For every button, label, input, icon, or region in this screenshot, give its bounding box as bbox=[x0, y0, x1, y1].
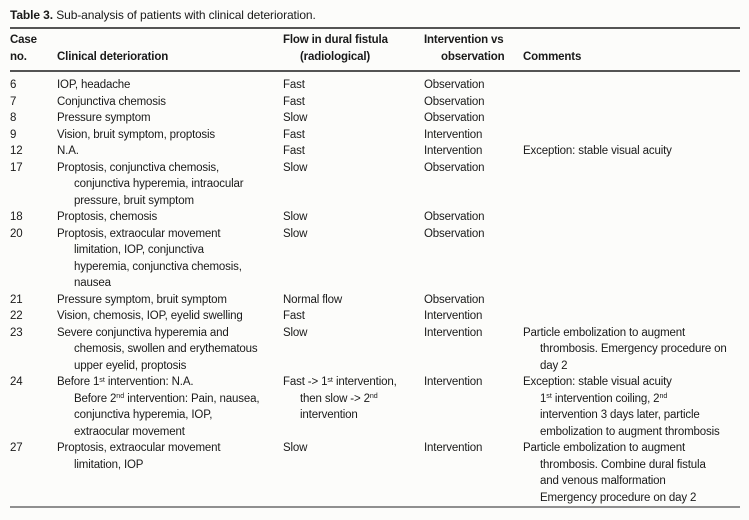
case-no-cell: 18 bbox=[10, 211, 23, 223]
table-row: 6 IOP, headache Fast Observation bbox=[10, 72, 740, 94]
intervention-cell: Observation bbox=[424, 293, 485, 306]
case-no-cell: 17 bbox=[10, 161, 23, 174]
comments-cell bbox=[523, 94, 740, 111]
table-row: 7 Conjunctiva chemosis Fast Observation bbox=[10, 94, 740, 111]
clinical-deterioration-cell: Pressure symptom, bruit symptom bbox=[57, 293, 227, 306]
column-header-flow-in-dural-fistula: Flow in dural fistula(radiological) bbox=[283, 34, 388, 63]
flow-cell: Fast bbox=[283, 310, 305, 322]
table-title-text: Sub-analysis of patients with clinical d… bbox=[56, 8, 316, 22]
flow-cell: Slow bbox=[283, 112, 308, 124]
intervention-cell: Intervention bbox=[424, 442, 483, 454]
case-no-cell: 23 bbox=[10, 326, 23, 339]
clinical-deterioration-cell: N.A. bbox=[57, 145, 79, 157]
flow-cell: Slow bbox=[283, 161, 308, 174]
intervention-cell: Intervention bbox=[424, 310, 483, 322]
table-row: 24 Before 1st intervention: N.A.Before 2n… bbox=[10, 374, 740, 440]
case-no-cell: 20 bbox=[10, 227, 23, 240]
comments-cell: Exception: stable visual acuity bbox=[523, 145, 672, 157]
clinical-deterioration-cell: Conjunctiva chemosis bbox=[57, 95, 166, 108]
case-no-cell: 24 bbox=[10, 376, 23, 388]
comments-cell bbox=[523, 308, 740, 325]
intervention-cell: Observation bbox=[424, 211, 485, 223]
comments-cell bbox=[523, 226, 740, 292]
comments-cell bbox=[523, 292, 740, 309]
case-no-cell: 7 bbox=[10, 95, 17, 108]
table-row: 8 Pressure symptom Slow Observation bbox=[10, 110, 740, 127]
bottom-rule bbox=[10, 506, 740, 508]
column-header-clinical-deterioration: Clinical deterioration bbox=[57, 50, 169, 63]
column-header-comments: Comments bbox=[523, 50, 582, 63]
intervention-cell: Observation bbox=[424, 112, 485, 124]
clinical-deterioration-cell: Proptosis, chemosis bbox=[57, 211, 158, 223]
table-row: 17 Proptosis, conjunctiva chemosis,conjun… bbox=[10, 160, 740, 210]
comments-cell bbox=[523, 72, 740, 94]
flow-cell: Fast -> 1st intervention,then slow -> 2n… bbox=[283, 375, 397, 421]
top-rule bbox=[10, 27, 740, 29]
intervention-cell: Observation bbox=[424, 161, 485, 174]
comments-cell bbox=[523, 127, 740, 144]
case-no-cell: 27 bbox=[10, 442, 23, 454]
flow-cell: Fast bbox=[283, 79, 305, 91]
intervention-cell: Intervention bbox=[424, 145, 483, 157]
flow-cell: Normal flow bbox=[283, 293, 343, 306]
case-no-cell: 22 bbox=[10, 310, 23, 322]
flow-cell: Fast bbox=[283, 145, 305, 157]
intervention-cell: Intervention bbox=[424, 128, 483, 141]
header-rule bbox=[10, 70, 740, 72]
table-title-label: Table 3. bbox=[10, 8, 53, 22]
paper-table-page: Table 3. Sub-analysis of patients with c… bbox=[10, 8, 740, 508]
flow-cell: Slow bbox=[283, 326, 308, 339]
case-no-cell: 8 bbox=[10, 112, 17, 124]
table-row: 21 Pressure symptom, bruit symptom Normal … bbox=[10, 292, 740, 309]
table-row: 9 Vision, bruit symptom, proptosis Fast Int… bbox=[10, 127, 740, 144]
flow-cell: Slow bbox=[283, 227, 308, 240]
intervention-cell: Intervention bbox=[424, 326, 483, 339]
flow-cell: Fast bbox=[283, 128, 305, 141]
clinical-deterioration-cell: Vision, bruit symptom, proptosis bbox=[57, 128, 215, 141]
case-no-cell: 6 bbox=[10, 79, 17, 91]
case-no-cell: 12 bbox=[10, 145, 23, 157]
flow-cell: Fast bbox=[283, 95, 305, 108]
clinical-deterioration-cell: IOP, headache bbox=[57, 79, 131, 91]
comments-cell bbox=[523, 110, 740, 127]
clinical-deterioration-cell: Before 1st intervention: N.A.Before 2nd … bbox=[57, 375, 260, 438]
case-no-cell: 21 bbox=[10, 293, 23, 306]
intervention-cell: Observation bbox=[424, 79, 485, 91]
clinical-deterioration-cell: Pressure symptom bbox=[57, 112, 151, 124]
flow-cell: Slow bbox=[283, 211, 308, 223]
intervention-cell: Observation bbox=[424, 227, 485, 240]
table-row: 12 N.A. Fast Intervention Exception: stable … bbox=[10, 143, 740, 160]
table-row: 18 Proptosis, chemosis Slow Observation bbox=[10, 209, 740, 226]
intervention-cell: Intervention bbox=[424, 376, 483, 388]
intervention-cell: Observation bbox=[424, 95, 485, 108]
clinical-deterioration-cell: Proptosis, conjunctiva chemosis,conjunct… bbox=[57, 161, 244, 207]
case-no-cell: 9 bbox=[10, 128, 17, 141]
comments-cell bbox=[523, 209, 740, 226]
clinical-deterioration-cell: Vision, chemosis, IOP, eyelid swelling bbox=[57, 310, 243, 322]
table-title: Table 3. Sub-analysis of patients with c… bbox=[10, 8, 740, 22]
flow-cell: Slow bbox=[283, 442, 308, 454]
comments-cell bbox=[523, 160, 740, 210]
table-row: 22 Vision, chemosis, IOP, eyelid swelling… bbox=[10, 308, 740, 325]
